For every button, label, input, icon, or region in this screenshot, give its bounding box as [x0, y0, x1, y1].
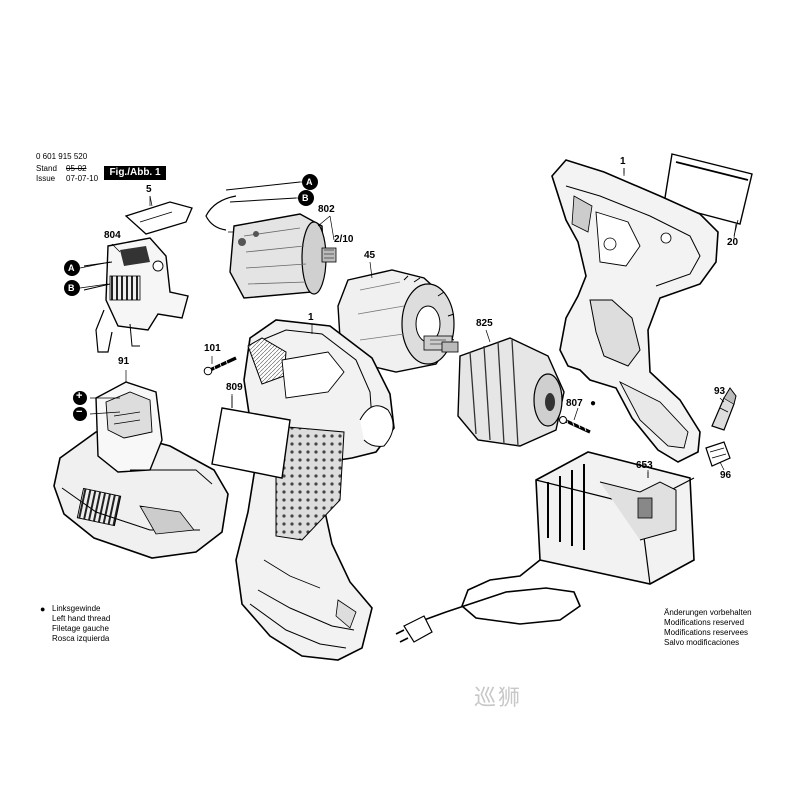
- issue-value: 07-07-10: [66, 174, 99, 183]
- callout-grip-strip: 809: [226, 382, 243, 393]
- connector-a-left: A: [68, 263, 75, 273]
- bit-holder-part: [705, 441, 731, 467]
- callout-battery-pack: 91: [118, 356, 130, 367]
- legend-right-line-1: Änderungen vorbehalten: [664, 608, 752, 617]
- motor-part: [205, 181, 337, 299]
- connector-a-top: A: [306, 177, 313, 187]
- housing-screw-part: [203, 356, 237, 376]
- callout-motor: 802: [318, 204, 335, 215]
- callout-housing-screw: 101: [204, 343, 221, 354]
- legend-left-line-1: Linksgewinde: [52, 604, 101, 613]
- callout-chuck-screw: 807: [566, 398, 583, 409]
- chuck-screw-part: [559, 416, 591, 434]
- housing-half-left-part: [235, 319, 395, 661]
- battery-minus-terminal: −: [76, 406, 83, 418]
- callout-gearbox: 45: [364, 250, 376, 261]
- left-hand-thread-marker: ●: [590, 398, 597, 409]
- issue-label: Issue: [36, 174, 56, 183]
- stand-label: Stand: [36, 164, 57, 173]
- figure-label: Fig./Abb. 1: [104, 166, 166, 180]
- callout-motor-brush: 2/10: [334, 234, 354, 245]
- callout-switch-module: 804: [104, 230, 121, 241]
- battery-plus-terminal: +: [76, 390, 83, 402]
- callout-label-sticker: 20: [727, 237, 739, 248]
- connector-markers: [64, 174, 318, 421]
- legend-right-line-3: Modifications reservees: [664, 628, 749, 637]
- housing-half-right-part: [551, 159, 719, 463]
- legend-left-line-2: Left hand thread: [52, 614, 111, 623]
- label-sticker-part: [663, 153, 753, 237]
- callout-charger: 653: [636, 460, 653, 471]
- connector-b-top: B: [302, 193, 309, 203]
- switch-module-part: [83, 237, 189, 353]
- chuck-part: [441, 337, 565, 447]
- callout-housing-right: 1: [620, 156, 626, 167]
- gearbox-part: [337, 269, 455, 373]
- part-number: 0 601 915 520: [36, 152, 88, 161]
- watermark: 巡狮: [474, 686, 523, 711]
- legend-right-line-2: Modifications reserved: [664, 618, 745, 627]
- callout-switch-clip: 5: [146, 184, 152, 195]
- callout-chuck: 825: [476, 318, 493, 329]
- callout-bit-holder: 96: [720, 470, 732, 481]
- callout-screwdriver-bit: 93: [714, 386, 726, 397]
- screwdriver-bit-part: [711, 387, 737, 431]
- legend-left-line-3: Filetage gauche: [52, 624, 109, 633]
- callout-housing-left: 1: [308, 312, 314, 323]
- connector-b-left: B: [68, 283, 75, 293]
- legend-right-line-4: Salvo modificaciones: [664, 638, 740, 647]
- legend-left-line-4: Rosca izquierda: [52, 634, 110, 643]
- legend-left-symbol: ●: [40, 604, 46, 614]
- charger-part: [395, 451, 695, 643]
- battery-pack-part: [53, 381, 229, 559]
- callout-leaders: [79, 168, 737, 478]
- switch-clip-part: [124, 196, 193, 235]
- stand-value: 05-02: [66, 164, 87, 173]
